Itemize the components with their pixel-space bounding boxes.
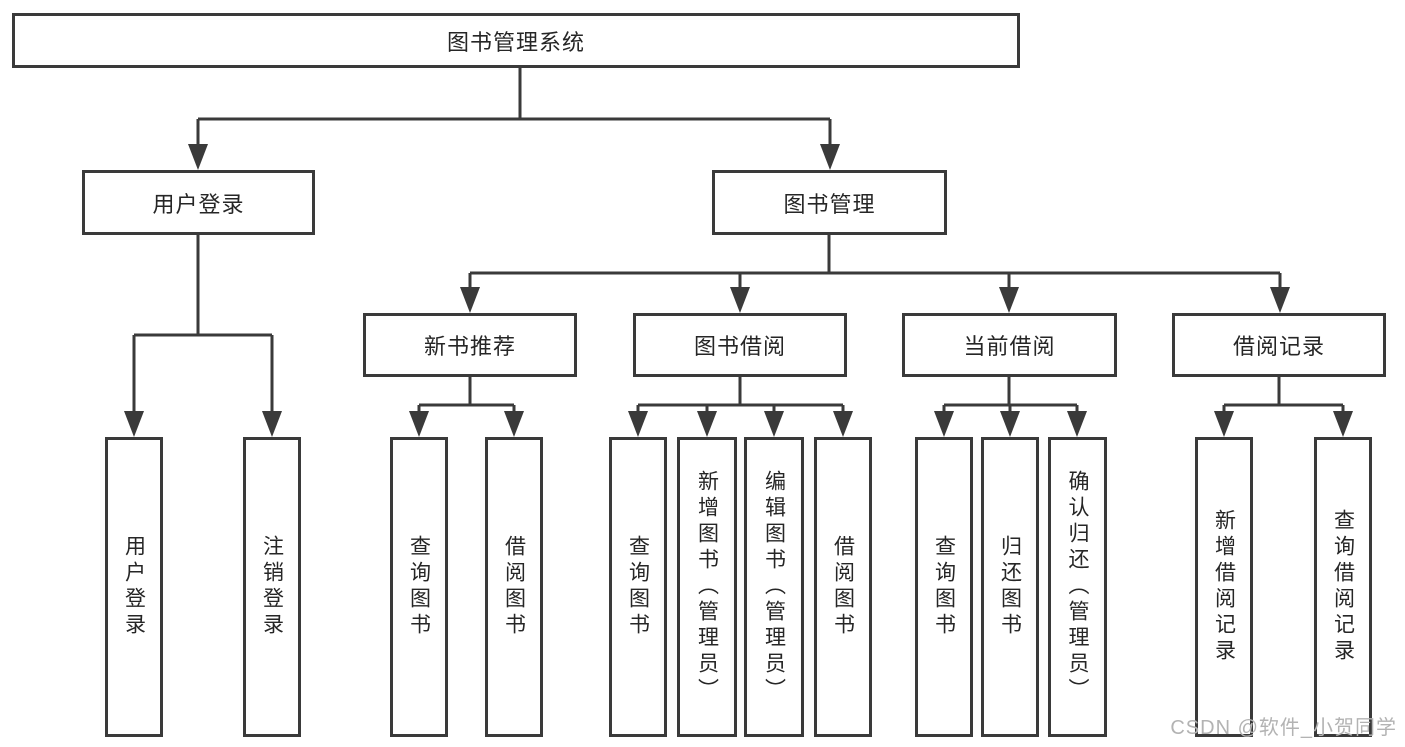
leaf-borrow-books: 借阅图书 — [814, 437, 872, 737]
leaf-return-books: 归还图书 — [981, 437, 1039, 737]
leaf-query-books-borrow: 查询图书 — [609, 437, 667, 737]
node-new-book-recommend: 新书推荐 — [363, 313, 577, 377]
leaf-query-books-recommend: 查询图书 — [390, 437, 448, 737]
watermark: CSDN @软件_小贺同学 — [1170, 717, 1397, 739]
connector-lines — [132, 66, 1345, 417]
arrow-down-icon — [764, 411, 784, 437]
arrow-down-icon — [124, 411, 144, 437]
arrow-down-icon — [262, 411, 282, 437]
arrow-down-icon — [1000, 411, 1020, 437]
arrow-down-icon — [1067, 411, 1087, 437]
arrow-down-icon — [504, 411, 524, 437]
arrow-down-icon — [697, 411, 717, 437]
leaf-borrow-books-recommend: 借阅图书 — [485, 437, 543, 737]
node-current-borrow: 当前借阅 — [902, 313, 1117, 377]
arrow-down-icon — [1333, 411, 1353, 437]
leaf-add-books-admin: 新增图书（管理员） — [677, 437, 737, 737]
leaf-query-borrow-record: 查询借阅记录 — [1314, 437, 1372, 737]
arrow-down-icon — [460, 287, 480, 313]
node-book-borrow: 图书借阅 — [633, 313, 847, 377]
arrow-down-icon — [188, 144, 208, 170]
node-book-management: 图书管理 — [712, 170, 947, 235]
arrow-down-icon — [1270, 287, 1290, 313]
arrow-down-icon — [409, 411, 429, 437]
arrow-down-icon — [833, 411, 853, 437]
arrow-down-icon — [934, 411, 954, 437]
leaf-edit-books-admin: 编辑图书（管理员） — [744, 437, 804, 737]
node-user-login: 用户登录 — [82, 170, 315, 235]
node-borrow-records: 借阅记录 — [1172, 313, 1386, 377]
leaf-query-books-current: 查询图书 — [915, 437, 973, 737]
leaf-logout: 注销登录 — [243, 437, 301, 737]
arrow-down-icon — [999, 287, 1019, 313]
arrow-down-icon — [730, 287, 750, 313]
arrow-down-icon — [628, 411, 648, 437]
arrow-down-icon — [1214, 411, 1234, 437]
leaf-add-borrow-record: 新增借阅记录 — [1195, 437, 1253, 737]
leaf-confirm-return-admin: 确认归还（管理员） — [1048, 437, 1107, 737]
leaf-user-login: 用户登录 — [105, 437, 163, 737]
arrowheads — [124, 144, 1353, 437]
node-library-system: 图书管理系统 — [12, 13, 1020, 68]
arrow-down-icon — [820, 144, 840, 170]
